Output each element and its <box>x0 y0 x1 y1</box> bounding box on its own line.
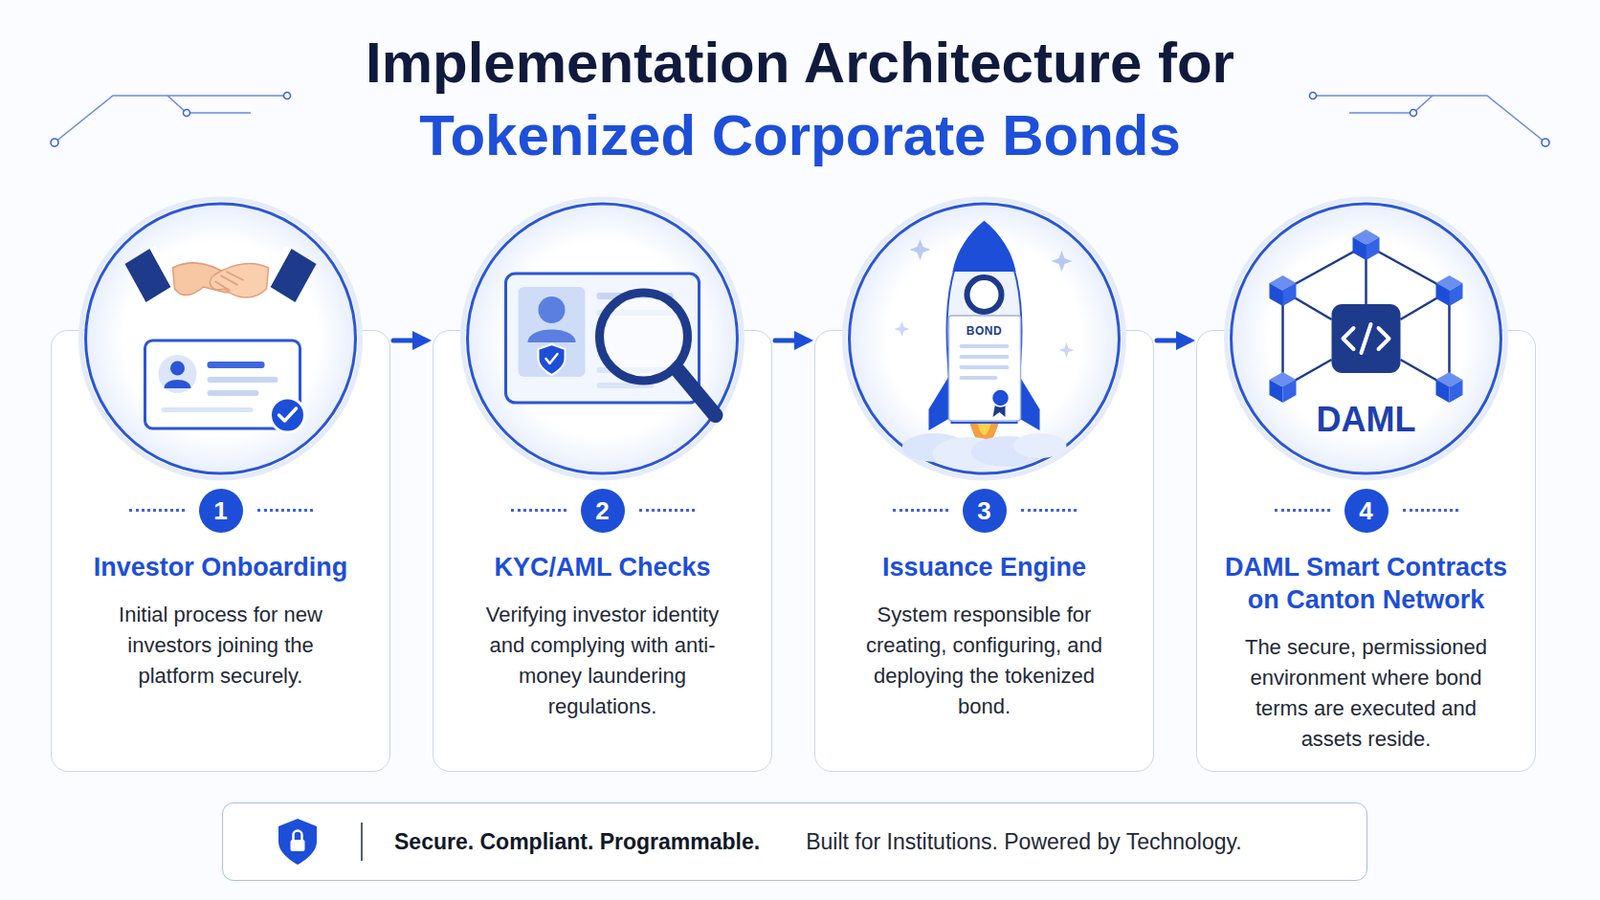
step-number: 4 <box>1344 488 1389 534</box>
step-number-slot: 2 <box>511 488 695 534</box>
person-head <box>538 296 566 324</box>
step-heading-slot: Investor Onboarding <box>67 551 375 584</box>
diagram-title: Implementation Architecture for Tokenize… <box>321 26 1279 173</box>
step-card: 1Investor OnboardingInitial process for … <box>50 330 391 773</box>
nose-cone <box>953 222 1017 272</box>
step-heading-slot: DAML Smart Contracts on Canton Network <box>1213 551 1520 617</box>
network-link <box>1283 290 1333 320</box>
doc-line <box>597 292 674 300</box>
circuit-line <box>54 95 288 143</box>
step-heading-slot: Issuance Engine <box>831 551 1138 584</box>
cube-node <box>1436 275 1464 307</box>
hand <box>173 263 238 295</box>
cuff <box>265 245 292 288</box>
step-number: 3 <box>962 488 1007 534</box>
step-number: 2 <box>580 488 625 534</box>
sleeve <box>270 248 317 303</box>
circuit-node <box>1541 138 1550 147</box>
certificate-label: BOND <box>966 324 1002 338</box>
flow-arrow <box>1156 338 1190 344</box>
circuit-node <box>284 92 291 100</box>
step-card: 2KYC/AML ChecksVerifying investor identi… <box>432 330 773 773</box>
flow-arrow <box>775 338 808 344</box>
platform-label: DAML <box>1316 400 1417 441</box>
step-heading: KYC/AML Checks <box>449 551 756 584</box>
step-number-slot: 1 <box>129 488 313 534</box>
doc-line <box>597 310 682 316</box>
step-description-slot: Initial process for new investors joinin… <box>93 600 348 692</box>
network-link <box>1283 244 1367 291</box>
step-description-slot: System responsible for creating, configu… <box>857 600 1112 723</box>
circuit-line <box>1349 95 1433 113</box>
cuff <box>150 245 178 288</box>
sparkle <box>1051 250 1073 272</box>
sleeve <box>125 248 172 303</box>
cube-node <box>1269 275 1297 307</box>
step-number-slot: 4 <box>1274 488 1459 534</box>
step-card: 3Issuance EngineSystem responsible for c… <box>814 330 1155 773</box>
tagline-text-slot: Built for Institutions. Powered by Techn… <box>805 829 1243 856</box>
step-description: Verifying investor identity and complyin… <box>475 600 730 723</box>
step-number: 1 <box>199 488 244 534</box>
step-heading: Investor Onboarding <box>67 551 375 584</box>
tagline-text: Built for Institutions. Powered by Techn… <box>805 829 1243 856</box>
step-description: System responsible for creating, configu… <box>857 600 1112 723</box>
step-card: 4DAML Smart Contracts on Canton NetworkT… <box>1196 330 1536 773</box>
step-heading: Issuance Engine <box>831 551 1138 584</box>
step-description: Initial process for new investors joinin… <box>93 600 348 692</box>
tagline-band: Secure. Compliant. Programmable. Built fo… <box>222 802 1368 882</box>
network-link <box>1400 290 1450 320</box>
tagline-strong-slot: Secure. Compliant. Programmable. <box>394 829 760 856</box>
network-link <box>1366 244 1450 291</box>
step-description-slot: Verifying investor identity and complyin… <box>475 600 730 723</box>
circuit-line <box>1312 95 1546 143</box>
network-link <box>1364 244 1368 305</box>
step-number-slot: 3 <box>892 488 1077 534</box>
step-description: The secure, permissioned environment whe… <box>1239 632 1493 756</box>
finger-lines <box>215 271 245 291</box>
tagline-strong: Secure. Compliant. Programmable. <box>394 829 760 856</box>
circuit-node <box>1410 110 1418 117</box>
flow-arrow <box>393 338 426 344</box>
circuit-node <box>50 138 59 147</box>
hand <box>210 264 269 298</box>
step-description-slot: The secure, permissioned environment whe… <box>1239 632 1493 756</box>
circuit-line <box>167 95 251 113</box>
step-heading-slot: KYC/AML Checks <box>449 551 756 584</box>
rocket-window <box>967 277 1002 312</box>
sparkle <box>910 239 932 261</box>
step-heading: DAML Smart Contracts on Canton Network <box>1213 551 1520 617</box>
circuit-node <box>1310 92 1317 100</box>
cube-node <box>1353 229 1380 261</box>
circuit-node <box>183 110 191 117</box>
